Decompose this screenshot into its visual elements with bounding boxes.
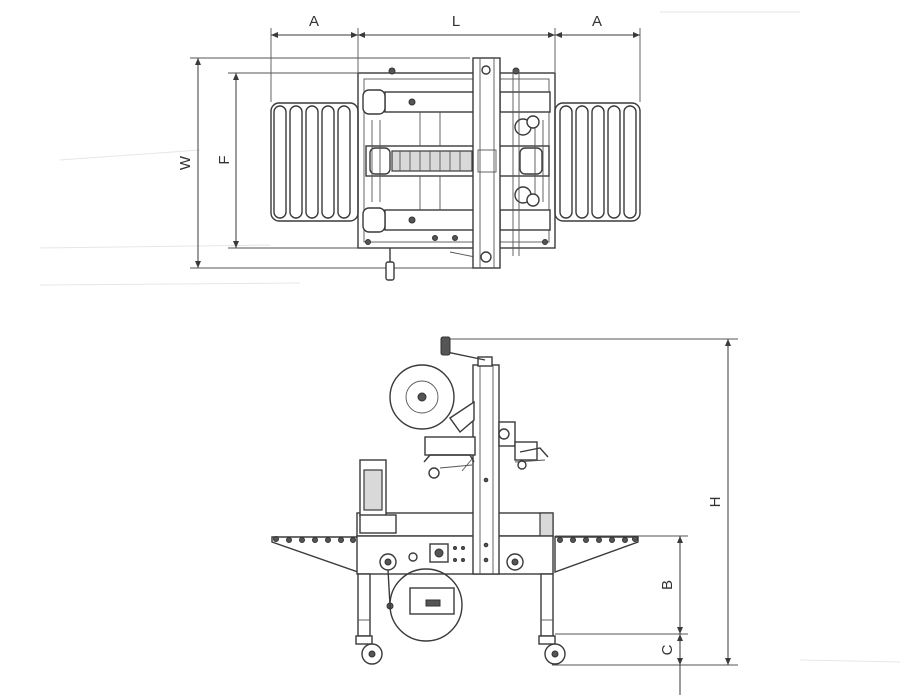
side-view: H B C	[271, 336, 738, 695]
right-leg	[538, 573, 566, 665]
top-view: A L A W F	[177, 13, 641, 281]
dimension-label-a-right: A	[592, 13, 602, 30]
dimension-label-a-left: A	[309, 13, 319, 30]
dimension-label-b: B	[659, 580, 676, 590]
main-frame-top	[357, 67, 556, 281]
dimension-label-f: F	[216, 155, 233, 164]
dimension-label-l: L	[452, 13, 460, 30]
side-guide-assembly	[498, 421, 549, 470]
dimension-label-c: C	[659, 644, 676, 655]
upper-tape-unit	[389, 364, 476, 479]
top-extension-lines	[190, 28, 641, 269]
dimension-label-h: H	[707, 497, 724, 508]
vertical-column-top	[472, 57, 520, 269]
right-side-conveyor	[554, 536, 639, 573]
left-side-conveyor	[271, 536, 359, 573]
dimension-label-w: W	[177, 155, 194, 170]
left-leg	[355, 573, 383, 665]
right-roller-conveyor	[554, 102, 641, 222]
left-roller-conveyor	[270, 102, 359, 222]
lower-tape-unit	[389, 568, 463, 642]
paper-show-through	[39, 11, 901, 663]
machine-body-side	[356, 459, 554, 610]
vertical-column-side	[440, 336, 500, 575]
